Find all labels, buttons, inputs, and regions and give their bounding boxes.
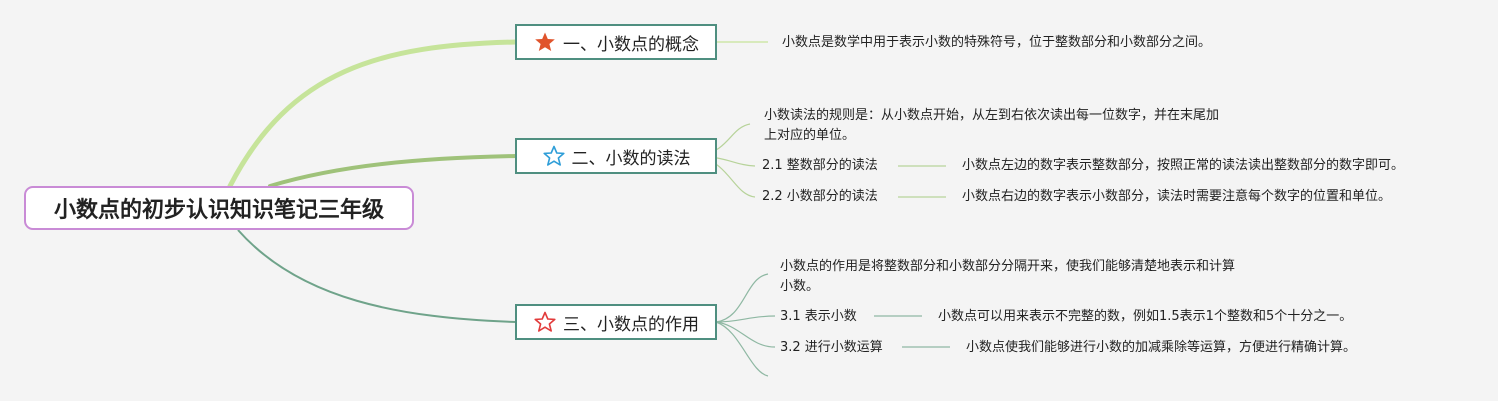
branch-node-2[interactable]: 二、小数的读法 <box>515 138 717 174</box>
sub-3-2-label: 3.2 进行小数运算 <box>780 340 883 355</box>
branch1-note: 小数点是数学中用于表示小数的特殊符号，位于整数部分和小数部分之间。 <box>782 35 1212 50</box>
link-root-branch3 <box>237 229 517 323</box>
branch2-note-line2: 上对应的单位。 <box>764 128 856 143</box>
root-title: 小数点的初步认识知识笔记三年级 <box>53 198 384 223</box>
sub-2-1-note: 小数点左边的数字表示整数部分，按照正常的读法读出整数部分的数字即可。 <box>962 158 1405 173</box>
branch3-note-line2: 小数。 <box>780 279 820 294</box>
link-branch3-note <box>715 273 769 323</box>
sub-3-2-note: 小数点使我们能够进行小数的加减乘除等运算，方便进行精确计算。 <box>966 340 1357 355</box>
branch-title-2: 二、小数的读法 <box>571 148 691 169</box>
sub-3-1-label: 3.1 表示小数 <box>780 309 857 324</box>
star-outline-icon <box>542 144 566 168</box>
sub-2-2-label: 2.2 小数部分的读法 <box>762 189 878 204</box>
branch3-note-line1: 小数点的作用是将整数部分和小数部分分隔开来，使我们能够清楚地表示和计算 <box>780 259 1236 274</box>
branch2-note-line1: 小数读法的规则是：从小数点开始，从左到右依次读出每一位数字，并在末尾加 <box>764 108 1220 123</box>
branch-title-3: 三、小数点的作用 <box>563 314 699 335</box>
branch-node-1[interactable]: 一、小数点的概念 <box>515 24 717 60</box>
link-root-branch2 <box>268 154 518 188</box>
sub-2-1-label: 2.1 整数部分的读法 <box>762 158 878 173</box>
sub-2-2-note: 小数点右边的数字表示小数部分，读法时需要注意每个数字的位置和单位。 <box>962 189 1392 204</box>
branch-title-1: 一、小数点的概念 <box>563 34 699 55</box>
branch-node-3[interactable]: 三、小数点的作用 <box>515 304 717 340</box>
sub-3-1-note: 小数点可以用来表示不完整的数，例如1.5表示1个整数和5个十分之一。 <box>938 309 1353 324</box>
star-outline-icon <box>533 310 557 334</box>
link-root-branch1 <box>227 39 519 189</box>
link-branch3-extra <box>715 321 769 377</box>
link-branch3-sub1 <box>715 315 776 323</box>
star-filled-icon <box>533 30 557 54</box>
root-node[interactable]: 小数点的初步认识知识笔记三年级 <box>24 186 414 230</box>
link-branch3-sub2 <box>715 321 776 348</box>
